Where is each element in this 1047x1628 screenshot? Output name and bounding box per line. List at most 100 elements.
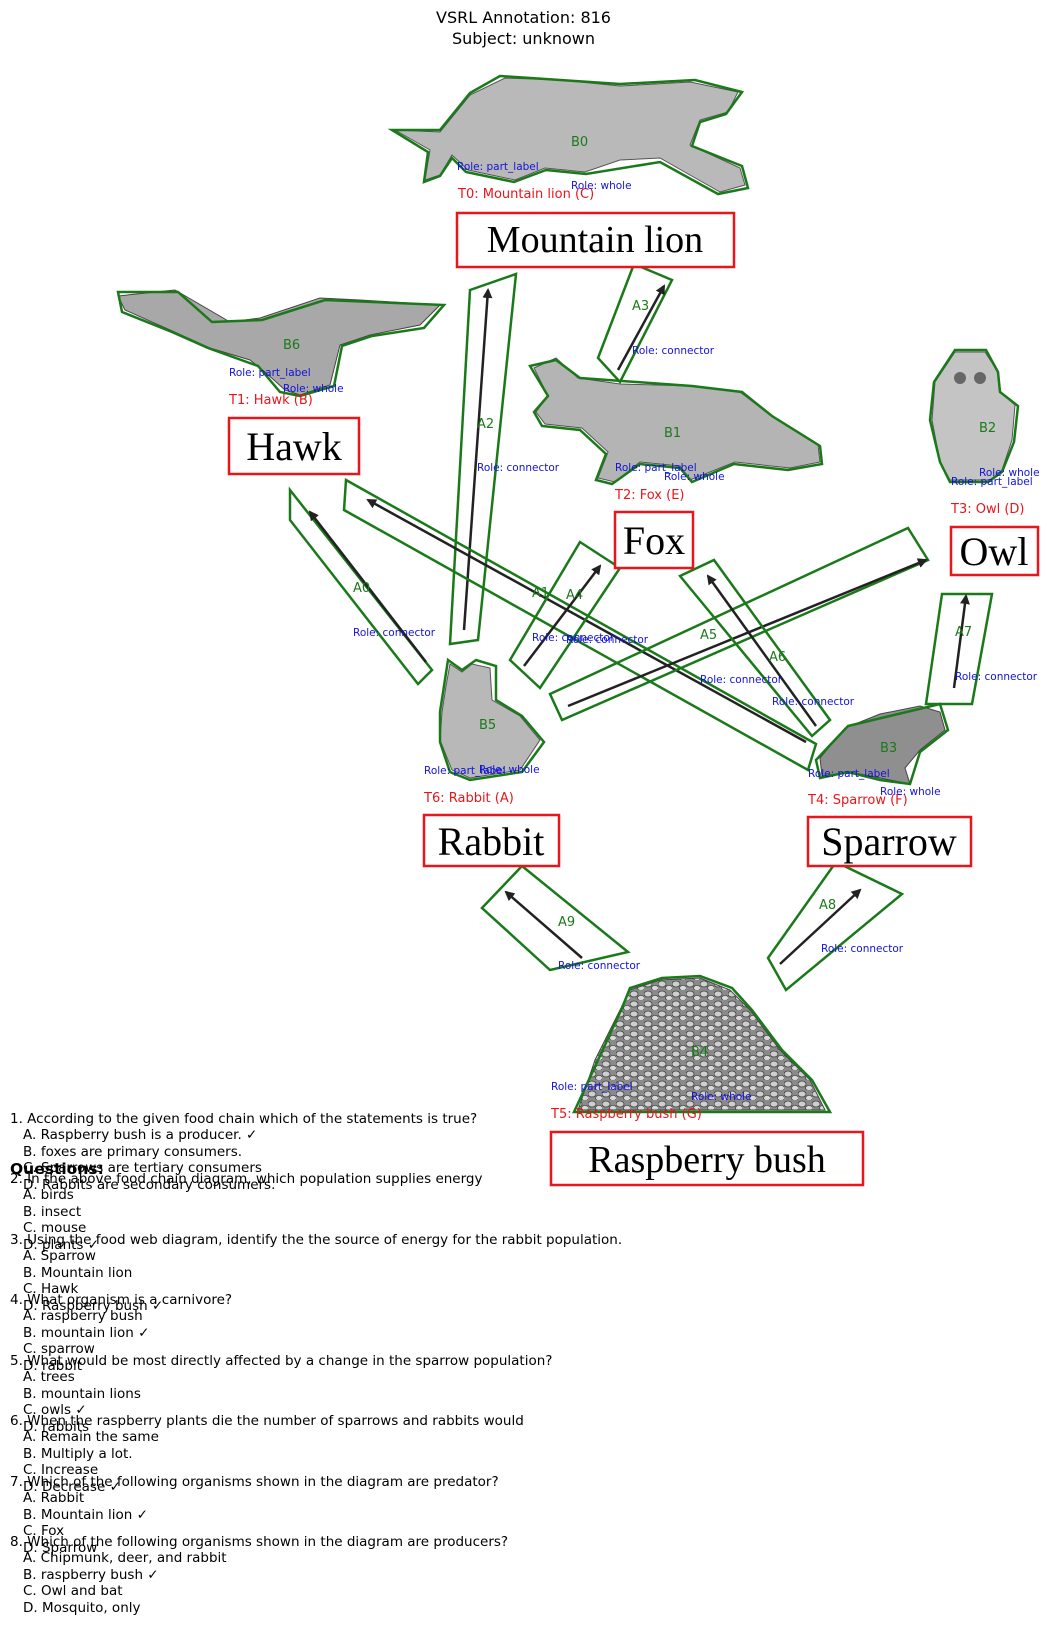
blob-label-b3: B3 [880, 741, 897, 756]
name-box-raspberry-bush: Raspberry bush [549, 1130, 865, 1187]
arrow-a3 [596, 262, 674, 385]
fox-silhouette-icon [528, 357, 824, 486]
sparrow-name: Sparrow [821, 819, 957, 864]
hawk-name: Hawk [246, 424, 342, 469]
target-label-t5: T5: Raspberry bush (G) [550, 1107, 702, 1122]
role-label-whole-b5: Role: whole [479, 764, 540, 776]
fox-name: Fox [623, 518, 685, 563]
name-box-fox: Fox [613, 510, 695, 570]
answer-option: D. Sparrow [23, 1539, 98, 1556]
answer-option: B. mountain lion ✓ [23, 1324, 150, 1341]
role-label-connector-a9: Role: connector [558, 960, 641, 972]
question-text: 8. Which of the following organisms show… [10, 1534, 509, 1550]
target-label-t6: T6: Rabbit (A) [423, 791, 514, 806]
question-text: 6. When the raspberry plants die the num… [10, 1413, 524, 1429]
arrow-a2 [448, 272, 518, 646]
blob-label-b1: B1 [664, 426, 681, 441]
question-text: 1. According to the given food chain whi… [10, 1111, 478, 1127]
target-label-t3: T3: Owl (D) [950, 502, 1025, 517]
arrow-label-a0: A0 [353, 581, 370, 596]
target-label-t1: T1: Hawk (B) [228, 393, 313, 408]
answer-option: C. mouse [23, 1220, 87, 1237]
answer-option: D. Raspberry bush ✓ [23, 1297, 164, 1314]
role-label-part-b2: Role: part_label [951, 476, 1033, 488]
blob-label-b5: B5 [479, 718, 496, 733]
blob-label-b6: B6 [283, 338, 300, 353]
arrow-label-a9: A9 [558, 915, 575, 930]
answer-option: D. Rabbits are secondary consumers. [23, 1176, 276, 1193]
name-box-owl: Owl [949, 525, 1040, 577]
target-label-t2: T2: Fox (E) [614, 488, 684, 503]
answer-option: A. Chipmunk, deer, and rabbit [23, 1550, 227, 1567]
arrow-label-a1: A1 [532, 586, 549, 601]
target-label-t0: T0: Mountain lion (C) [457, 187, 594, 202]
arrow-label-a4: A4 [566, 588, 583, 603]
rabbit-silhouette-icon [438, 657, 546, 782]
arrow-label-a5: A5 [700, 628, 717, 643]
rabbit-name: Rabbit [438, 819, 545, 864]
arrow-a7 [924, 592, 994, 706]
answer-option: A. Sparrow [23, 1248, 96, 1265]
arrow-label-a6: A6 [769, 650, 786, 665]
answer-option: B. Mountain lion ✓ [23, 1506, 148, 1523]
answer-option: D. plants ✓ [23, 1236, 100, 1253]
role-label-connector-a5: Role: connector [700, 674, 783, 686]
owl-name: Owl [960, 529, 1029, 574]
figure-title-line-2: Subject: unknown [452, 29, 595, 48]
answer-option: C. Sparrows are tertiary consumers [23, 1160, 262, 1177]
role-label-connector-a7: Role: connector [955, 671, 1038, 683]
role-label-connector-a1: Role: connector [532, 632, 615, 644]
figure-title-line-1: VSRL Annotation: 816 [436, 8, 611, 27]
name-box-hawk: Hawk [227, 416, 361, 476]
answer-option: A. raspberry bush [23, 1308, 143, 1325]
role-label-connector-a2: Role: connector [477, 462, 560, 474]
answer-option: A. birds [23, 1187, 74, 1204]
role-label-connector-a8: Role: connector [821, 943, 904, 955]
hawk-silhouette-icon [116, 289, 447, 398]
answer-option: A. Remain the same [23, 1429, 159, 1446]
arrow-label-a2: A2 [477, 417, 494, 432]
question-text: 2. In the above food chain diagram, whic… [10, 1171, 483, 1187]
answer-option: B. Mountain lion [23, 1264, 133, 1281]
answer-option: C. Hawk [23, 1281, 79, 1298]
role-label-connector-a3: Role: connector [632, 345, 715, 357]
arrow-label-a7: A7 [955, 625, 972, 640]
arrow-a5 [548, 526, 930, 722]
target-label-t4: T4: Sparrow (F) [807, 793, 908, 808]
answer-option: B. raspberry bush ✓ [23, 1566, 159, 1583]
role-label-connector-a0: Role: connector [353, 627, 436, 639]
answer-option: D. Decrease ✓ [23, 1478, 121, 1495]
role-label-part-b1: Role: part_label [615, 462, 697, 474]
blob-label-b4: B4 [691, 1045, 708, 1060]
answer-option: B. mountain lions [23, 1385, 141, 1402]
answer-option: B. foxes are primary consumers. [23, 1143, 243, 1160]
questions-heading: Questions: [10, 1160, 104, 1178]
role-label-part-b4: Role: part_label [551, 1081, 633, 1093]
answer-option: B. Multiply a lot. [23, 1445, 133, 1462]
role-label-whole-b1: Role: whole [664, 471, 725, 483]
role-label-part-b3: Role: part_label [808, 768, 890, 780]
mountain-lion-name: Mountain lion [487, 219, 703, 261]
arrow-a9 [480, 864, 631, 972]
arrow-a4 [508, 540, 622, 690]
role-label-connector-a4: Role: connector [566, 634, 649, 646]
arrow-label-a3: A3 [632, 299, 649, 314]
raspberry-bush-name: Raspberry bush [588, 1139, 825, 1181]
answer-option: B. insect [23, 1203, 82, 1220]
raspberry-bush-silhouette-icon [572, 974, 833, 1114]
question-text: 7. Which of the following organisms show… [10, 1474, 499, 1490]
answer-option: D. rabbit [23, 1357, 82, 1374]
role-label-whole-b4: Role: whole [691, 1091, 752, 1103]
blob-label-b0: B0 [571, 135, 588, 150]
blob-label-b2: B2 [979, 421, 996, 436]
role-label-connector-a6: Role: connector [772, 696, 855, 708]
arrow-label-a8: A8 [819, 898, 836, 913]
question-text: 4. What organism is a carnivore? [10, 1292, 233, 1308]
answer-option: C. owls ✓ [23, 1402, 87, 1419]
role-label-whole-b3: Role: whole [880, 786, 941, 798]
name-box-sparrow: Sparrow [806, 815, 973, 868]
arrow-a6 [678, 558, 832, 738]
sparrow-silhouette-icon [814, 702, 950, 786]
